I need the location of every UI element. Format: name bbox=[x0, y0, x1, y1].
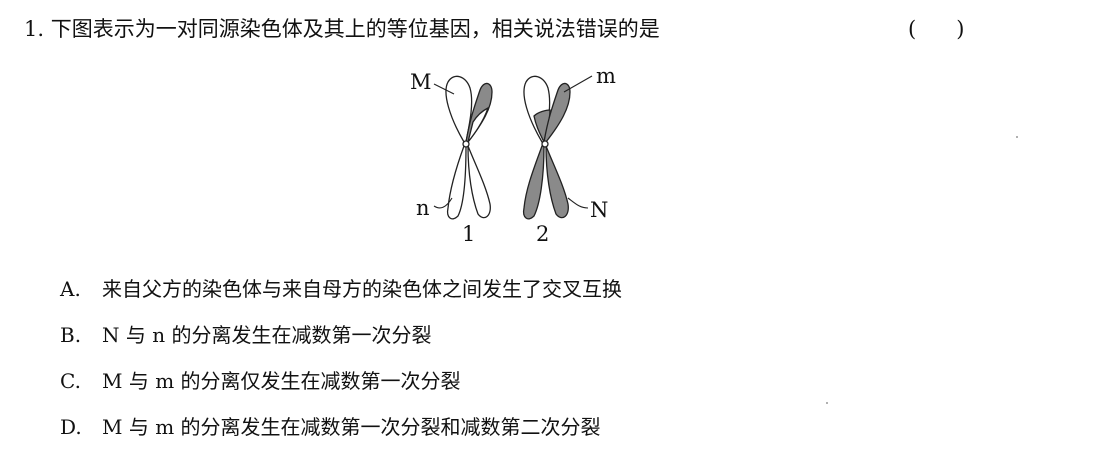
option-d-text: M 与 m 的分离发生在减数第一次分裂和减数第二次分裂 bbox=[102, 415, 601, 439]
chromosome-1-upper-right-white-band bbox=[467, 106, 490, 143]
option-b[interactable]: B. N 与 n 的分离发生在减数第一次分裂 bbox=[60, 312, 622, 358]
scan-speck bbox=[1016, 136, 1018, 138]
gene-label-n: n bbox=[416, 196, 430, 220]
chromosome-1-centromere bbox=[462, 140, 470, 148]
chromosome-1-lower-left-arm bbox=[446, 145, 467, 220]
option-a-text: 来自父方的染色体与来自母方的染色体之间发生了交叉互换 bbox=[102, 277, 622, 301]
option-b-letter: B. bbox=[60, 323, 82, 347]
gene-label-m: m bbox=[596, 64, 616, 88]
leader-line-m bbox=[563, 75, 593, 93]
gene-label-M: M bbox=[410, 70, 432, 94]
option-c[interactable]: C. M 与 m 的分离仅发生在减数第一次分裂 bbox=[60, 358, 622, 404]
option-a[interactable]: A. 来自父方的染色体与来自母方的染色体之间发生了交叉互换 bbox=[60, 266, 622, 312]
option-c-text: M 与 m 的分离仅发生在减数第一次分裂 bbox=[102, 369, 461, 393]
chromosome-2-centromere bbox=[541, 140, 549, 148]
chromosome-figure: M m n N 1 2 bbox=[400, 58, 630, 248]
chromosome-1 bbox=[445, 75, 493, 220]
option-d[interactable]: D. M 与 m 的分离发生在减数第一次分裂和减数第二次分裂 bbox=[60, 404, 622, 450]
option-c-letter: C. bbox=[60, 369, 81, 393]
chromosome-number-1: 1 bbox=[462, 222, 476, 246]
scan-speck bbox=[826, 402, 828, 404]
option-a-letter: A. bbox=[60, 277, 81, 301]
option-b-text: N 与 n 的分离发生在减数第一次分裂 bbox=[102, 323, 432, 347]
chromosome-diagram bbox=[433, 75, 593, 220]
question-stem: 1. 下图表示为一对同源染色体及其上的等位基因，相关说法错误的是 bbox=[24, 14, 660, 44]
chromosome-2-lower-right-arm bbox=[545, 145, 569, 219]
chromosome-2-lower-left-arm bbox=[522, 145, 545, 220]
chromosome-number-2: 2 bbox=[536, 222, 550, 246]
gene-label-N: N bbox=[590, 198, 609, 222]
question-text: 下图表示为一对同源染色体及其上的等位基因，相关说法错误的是 bbox=[50, 17, 660, 41]
chromosome-2-upper-right-arm bbox=[543, 82, 571, 143]
chromosome-1-lower-right-arm bbox=[467, 145, 491, 219]
question-number: 1. bbox=[24, 17, 45, 41]
leader-line-N bbox=[567, 197, 589, 209]
leader-line-n bbox=[433, 197, 453, 209]
answer-options: A. 来自父方的染色体与来自母方的染色体之间发生了交叉互换 B. N 与 n 的分离… bbox=[60, 266, 622, 450]
answer-blank[interactable]: ( ) bbox=[908, 17, 965, 41]
option-d-letter: D. bbox=[60, 415, 82, 439]
chromosome-2 bbox=[522, 75, 571, 220]
leader-line-M bbox=[433, 83, 455, 95]
